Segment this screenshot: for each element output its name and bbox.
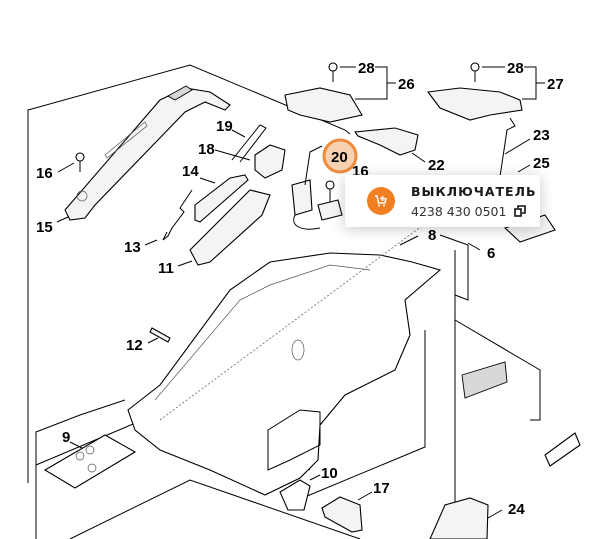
part-decal-right[interactable] (544, 432, 581, 467)
callout-6[interactable]: 6 (487, 245, 495, 262)
part-decal-9[interactable] (43, 434, 137, 489)
callout-20[interactable]: 20 (331, 149, 348, 166)
part-bracket-18[interactable] (254, 144, 286, 179)
part-grille (461, 361, 508, 399)
part-housing-24[interactable] (429, 497, 489, 539)
part-lever-14[interactable] (194, 174, 249, 223)
callout-9[interactable]: 9 (62, 429, 70, 446)
part-wire-23[interactable] (497, 117, 516, 191)
part-number: 4238 430 0501 (411, 203, 507, 219)
callout-11[interactable]: 11 (158, 260, 174, 277)
callout-24[interactable]: 24 (508, 501, 525, 518)
leader-lines (56, 66, 545, 519)
copy-icon[interactable] (514, 205, 527, 217)
part-handle-15[interactable] (64, 85, 231, 221)
callout-23[interactable]: 23 (533, 127, 550, 144)
callout-17[interactable]: 17 (373, 480, 390, 497)
callout-25[interactable]: 25 (533, 155, 550, 172)
callout-16[interactable]: 16 (36, 165, 53, 182)
callout-26[interactable]: 26 (398, 76, 415, 93)
callout-22[interactable]: 22 (428, 157, 445, 174)
callout-28[interactable]: 28 (358, 60, 375, 77)
part-cover-17[interactable] (321, 496, 363, 533)
part-trigger-11[interactable] (189, 189, 271, 266)
part-spring-13[interactable] (162, 189, 193, 241)
add-to-cart-icon (375, 195, 387, 207)
callout-15[interactable]: 15 (36, 219, 53, 236)
callout-19[interactable]: 19 (216, 118, 233, 135)
part-housing-8[interactable] (127, 219, 442, 496)
part-cover-27[interactable] (426, 62, 523, 121)
callout-13[interactable]: 13 (124, 239, 141, 256)
part-switch-20[interactable] (291, 179, 343, 230)
callout-8[interactable]: 8 (428, 227, 436, 244)
part-decal-10[interactable] (279, 479, 311, 511)
add-to-cart-button[interactable] (367, 187, 395, 215)
callout-18[interactable]: 18 (198, 141, 215, 158)
part-screw-16-left[interactable] (75, 152, 85, 172)
callout-10[interactable]: 10 (321, 465, 338, 482)
part-spring-19[interactable] (231, 124, 267, 163)
part-popup: ВЫКЛЮЧАТЕЛЬ 4238 430 0501 (345, 175, 540, 227)
part-cover-26[interactable] (284, 62, 363, 123)
callout-28[interactable]: 28 (507, 60, 524, 77)
part-pin-12[interactable] (149, 327, 171, 343)
part-cover-22[interactable] (353, 127, 419, 156)
callout-27[interactable]: 27 (547, 76, 564, 93)
callout-14[interactable]: 14 (182, 163, 199, 180)
highlight-ring (322, 138, 358, 174)
callout-12[interactable]: 12 (126, 337, 143, 354)
callout-20-highlighted[interactable]: 20 (322, 138, 358, 174)
callout-labels: 28 26 28 27 23 22 25 16 16 19 18 14 15 1… (36, 60, 564, 518)
part-name: ВЫКЛЮЧАТЕЛЬ (411, 183, 537, 199)
